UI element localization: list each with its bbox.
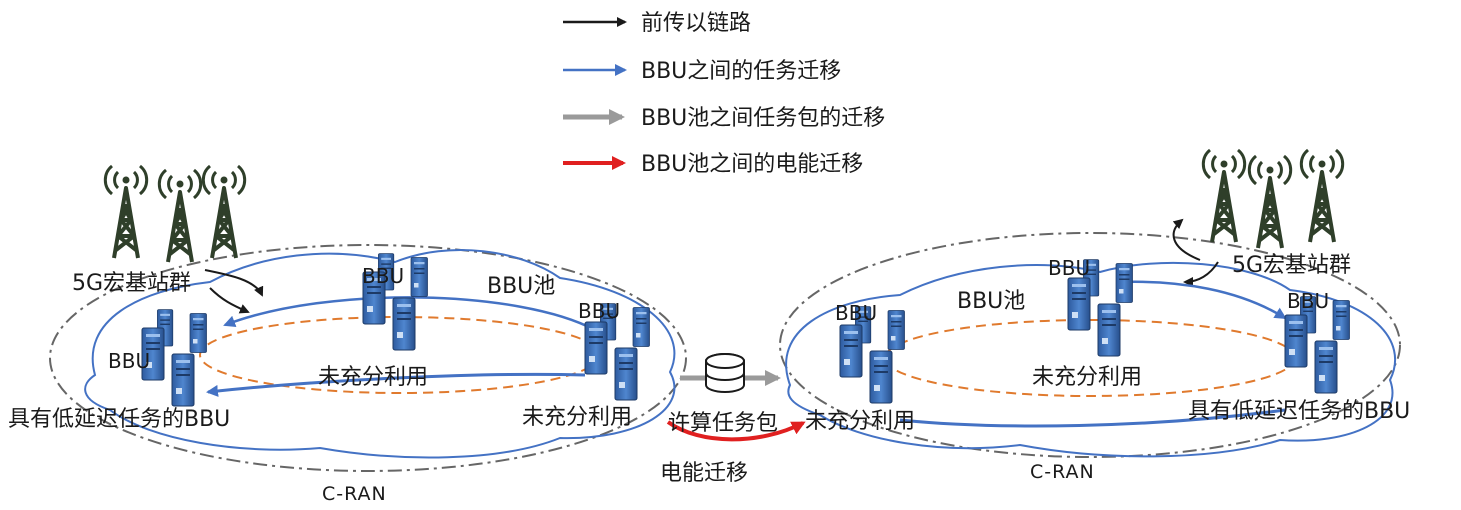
- energy-migration-arrow: [666, 420, 806, 442]
- left-cran-boundary: [49, 244, 687, 472]
- database-icon: [705, 353, 745, 393]
- legend-item-bbu-task: BBU之间的任务迁移: [563, 59, 841, 84]
- right-bbu-top-label: BBU: [1048, 256, 1090, 280]
- right-bbu-left: BBU: [835, 301, 905, 403]
- tower-icon: [201, 164, 247, 260]
- right-status-top: 未充分利用: [1032, 365, 1142, 390]
- tower-icon: [1299, 148, 1345, 244]
- server-icon: [142, 310, 207, 406]
- legend: 前传以链路 BBU之间的任务迁移 BBU池之间任务包的迁移 BBU池之间的电能迁…: [563, 11, 885, 177]
- right-bbu-left-label: BBU: [835, 301, 877, 325]
- left-pool-label: BBU池: [487, 274, 555, 299]
- legend-item-pool-task: BBU池之间任务包的迁移: [563, 106, 885, 131]
- right-bbu-top: BBU: [1048, 256, 1133, 356]
- right-fronthaul-arrow: [1172, 218, 1201, 261]
- right-task-migration-arrow: [899, 408, 1286, 428]
- legend-label-fronthaul: 前传以链路: [641, 11, 751, 36]
- left-task-migration-arrow: [206, 372, 586, 397]
- left-tower-cluster: [103, 164, 247, 264]
- right-cran-region: 5G宏基站群 BBU BBU BBU BBU池 未充分利用 未充分利用 具有低延…: [779, 148, 1410, 483]
- right-bbu-right-label: BBU: [1287, 289, 1329, 313]
- right-cran-boundary: [779, 232, 1401, 458]
- right-task-migration-arrow: [1119, 280, 1287, 320]
- left-macro-cluster-label: 5G宏基站群: [72, 271, 191, 296]
- right-status-left: 未充分利用: [805, 409, 915, 434]
- right-bbu-right: BBU: [1285, 289, 1350, 393]
- left-status-right: 未充分利用: [522, 405, 632, 430]
- right-tower-cluster: [1201, 148, 1345, 250]
- right-macro-cluster-label: 5G宏基站群: [1232, 253, 1351, 278]
- tower-icon: [1201, 148, 1247, 244]
- left-bbu-left-label: BBU: [108, 349, 150, 373]
- legend-label-energy: BBU池之间的电能迁移: [641, 152, 863, 177]
- left-bbu-top-label: BBU: [362, 264, 404, 288]
- tower-icon: [1247, 154, 1293, 250]
- legend-item-energy: BBU池之间的电能迁移: [563, 152, 863, 177]
- task-package-label: 许算任务包: [668, 411, 778, 436]
- inter-pool-migration: 许算任务包 电能迁移: [660, 353, 806, 486]
- left-cran-label: C-RAN: [322, 483, 387, 505]
- right-status-right: 具有低延迟任务的BBU: [1188, 399, 1410, 424]
- left-fronthaul-arrow: [204, 269, 264, 297]
- right-cran-label: C-RAN: [1030, 461, 1095, 483]
- left-status-top: 未充分利用: [318, 365, 428, 390]
- legend-label-pool-task: BBU池之间任务包的迁移: [641, 106, 885, 131]
- legend-label-bbu-task: BBU之间的任务迁移: [641, 59, 841, 84]
- left-bbu-left: BBU: [108, 310, 207, 406]
- left-bbu-right-label: BBU: [578, 299, 620, 323]
- left-status-left: 具有低延迟任务的BBU: [8, 407, 230, 432]
- left-bbu-pool-cloud: [84, 249, 676, 459]
- right-pool-label: BBU池: [957, 289, 1025, 314]
- tower-icon: [103, 164, 149, 260]
- left-cran-region: 5G宏基站群 BBU BBU BBU BBU池 未充分利用 未充分利用 具有低延…: [8, 164, 687, 505]
- tower-icon: [157, 168, 203, 264]
- right-fronthaul-arrow: [1183, 261, 1219, 287]
- right-bbu-pool-cloud: [785, 261, 1396, 458]
- legend-item-fronthaul: 前传以链路: [563, 11, 751, 36]
- energy-migration-label: 电能迁移: [660, 461, 748, 486]
- left-fronthaul-arrow: [209, 287, 250, 314]
- left-bbu-right: BBU: [578, 299, 650, 400]
- left-bbu-top: BBU: [362, 254, 428, 350]
- left-task-migration-arrow: [223, 296, 596, 332]
